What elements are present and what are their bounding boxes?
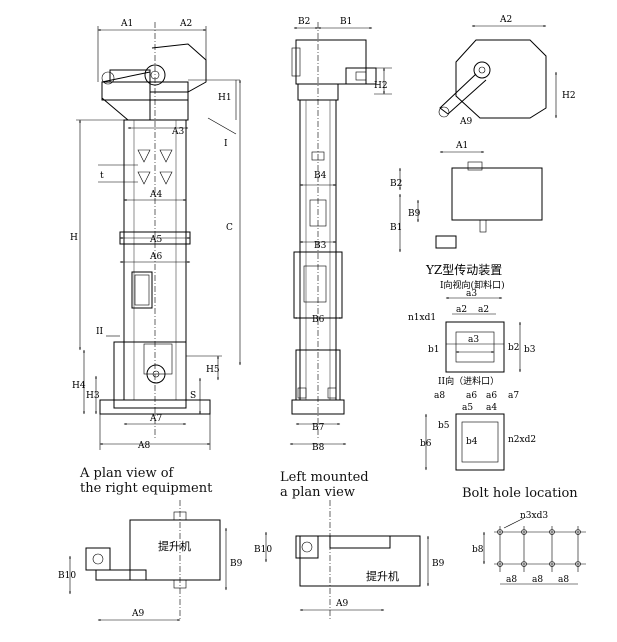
flange-details: a3 a2 a2 n1xd1 a3 b1 b2 b3 II向（进料口） a8 a… [408,289,536,471]
dim-A4: A4 [149,190,162,200]
dim-A8: A8 [137,441,150,451]
caption-left-view: Left mounted a plan view [280,470,369,500]
dim-A7: A7 [149,414,162,424]
dim-B4: B4 [314,171,327,181]
dim-A1: A1 [120,19,133,29]
dim-b4: b4 [466,437,478,447]
bolt-hole [497,529,503,535]
dim-B1-drive: B1 [390,223,402,233]
label-I: I [224,139,228,149]
yz-drive-detail: A2 H2 A9 A1 B2 B1 B9 YZ型传动装置 I向视向(卸料口) [390,15,576,291]
dim-H3: H3 [86,391,100,401]
dim-H2: H2 [562,91,576,101]
dim-A2: A2 [179,19,192,29]
dim-C: C [226,223,233,233]
dim-A2-drive: A2 [499,15,512,25]
dim-B10-left: B10 [58,571,76,581]
dim-A3: A3 [171,127,184,137]
dim-a6-r: a6 [486,391,497,401]
bolt-hole [575,561,581,567]
dim-a7: a7 [508,391,519,401]
label-II: II [96,327,104,337]
dim-a8-2: a8 [532,575,543,585]
dim-a2-r: a2 [478,305,489,315]
dim-n1xd1: n1xd1 [408,313,436,323]
dim-H: H [70,233,78,243]
view-II-title: II向（进料口） [438,375,499,387]
bolt-hole [497,561,503,567]
dim-b5: b5 [438,421,450,431]
dim-H2-side: H2 [374,81,388,91]
bottom-plan-left: 提升机 B10 B9 A9 [254,500,445,620]
dim-a3-mid: a3 [468,335,479,345]
dim-B7: B7 [312,423,325,433]
bottom-plan-right: 提升机 B10 B9 A9 [58,500,243,621]
view-I-title: I向视向(卸料口) [440,279,505,291]
right-plan-view: A1 A2 H1 I A3 t A4 A5 [70,19,241,451]
dim-t: t [100,171,104,181]
dim-A6: A6 [149,252,162,262]
dim-A5: A5 [149,235,162,245]
dim-a5: a5 [462,403,473,413]
dim-H4: H4 [72,381,86,391]
dim-A1-drive: A1 [455,141,468,151]
dim-a6-l: a6 [466,391,477,401]
left-plan-view: B2 B1 H2 B4 B3 B6 B7 B8 [289,17,392,453]
dim-H5: H5 [206,365,220,375]
dim-b1: b1 [428,345,440,355]
dim-A9-right: A9 [335,599,348,609]
dim-a3-top: a3 [466,289,477,299]
dim-a4: a4 [486,403,497,413]
caption-right-view: A plan view of the right equipment [80,466,213,496]
hoist-label-right: 提升机 [366,569,399,583]
dim-a8-3: a8 [558,575,569,585]
bolt-hole [575,529,581,535]
bolt-hole [521,561,527,567]
dim-B9-left: B9 [230,559,243,569]
dim-A9-drive: A9 [459,117,472,127]
bolt-hole [521,529,527,535]
dim-B6: B6 [312,315,325,325]
dim-B3: B3 [314,241,327,251]
dim-B2-drive: B2 [390,179,402,189]
dim-B9-drive: B9 [408,209,421,219]
bolt-hole [549,529,555,535]
dim-B10-right: B10 [254,545,272,555]
dim-A9-left: A9 [131,609,144,619]
dim-n3xd3: n3xd3 [520,511,548,521]
dim-a8-1: a8 [506,575,517,585]
dim-n2xd2: n2xd2 [508,435,536,445]
dim-a8-fl: a8 [434,391,445,401]
bolt-hole [549,561,555,567]
dim-S: S [190,391,196,401]
dim-B1: B1 [340,17,352,27]
dim-b8: b8 [472,545,484,555]
dim-B9-right: B9 [432,559,445,569]
dim-B2: B2 [298,17,310,27]
dim-b3: b3 [524,345,536,355]
dim-b2: b2 [508,343,520,353]
drive-title: YZ型传动装置 [425,262,502,277]
dim-a2-l: a2 [456,305,467,315]
dim-H1: H1 [218,93,232,103]
bolt-hole-diagram: n3xd3 b8 a8 a8 a8 [472,511,586,585]
dim-B8: B8 [312,443,325,453]
hoist-label-left: 提升机 [158,539,191,553]
caption-bolt-hole: Bolt hole location [462,486,578,501]
